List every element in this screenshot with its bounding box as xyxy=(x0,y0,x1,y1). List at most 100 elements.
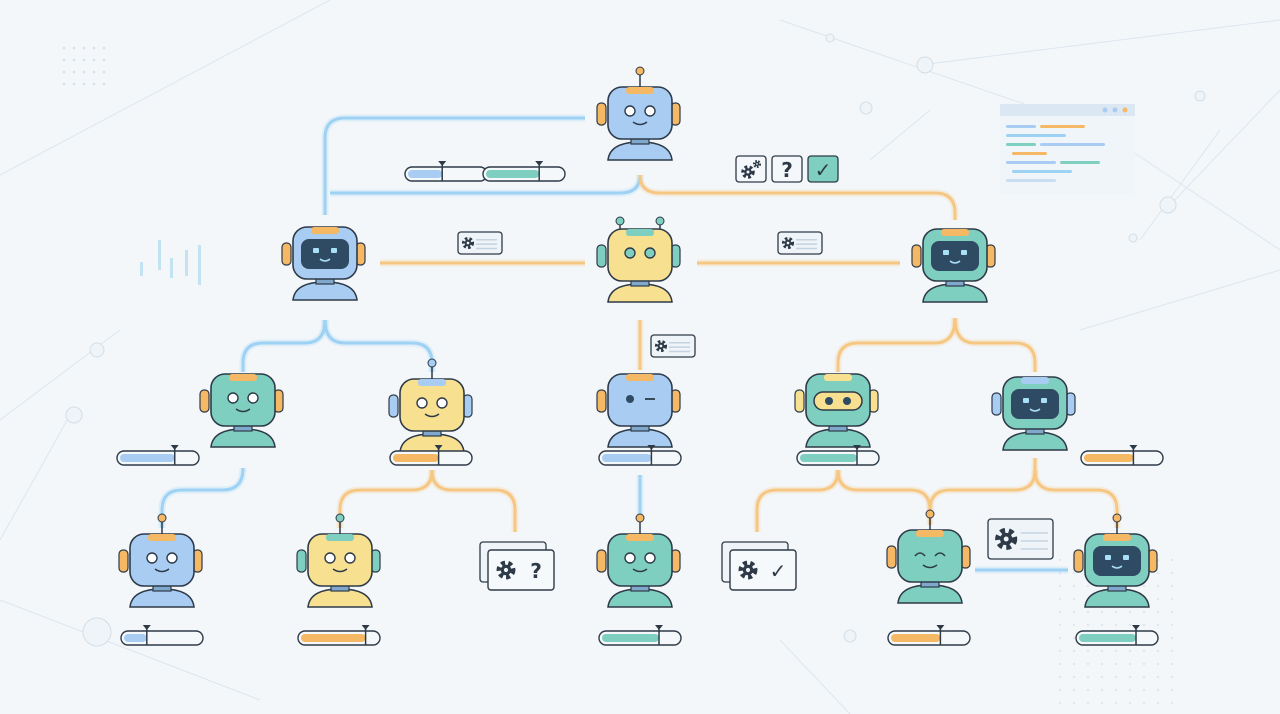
task-card xyxy=(487,549,555,591)
background-dot xyxy=(62,58,66,62)
background-dot xyxy=(1058,636,1062,640)
background-dot xyxy=(62,46,66,50)
background-dot xyxy=(1100,662,1104,666)
progress-fill xyxy=(1084,454,1134,462)
robot-eye xyxy=(331,248,337,253)
background-dot xyxy=(1086,701,1090,705)
background-dot xyxy=(1156,610,1160,614)
background-dot xyxy=(1058,558,1062,562)
robot-ear xyxy=(199,389,210,413)
background-dot xyxy=(1170,636,1174,640)
robot-mouth xyxy=(332,568,348,573)
background-dot xyxy=(1170,558,1174,562)
robot-l3-3 xyxy=(596,373,681,448)
task-card-gear-list-icon xyxy=(987,518,1054,560)
robot-antenna-tip xyxy=(427,358,437,368)
progress-marker-head xyxy=(1129,445,1138,450)
task-card-gear-list-icon xyxy=(650,334,696,358)
background-dot xyxy=(1100,610,1104,614)
background-dot xyxy=(1156,701,1160,705)
connection-glow xyxy=(336,469,436,528)
robot-ear xyxy=(596,549,607,573)
connection-glow xyxy=(428,469,519,532)
background-node xyxy=(1128,233,1138,243)
robots xyxy=(118,66,1158,608)
background-dot xyxy=(1142,675,1146,679)
robot-antenna-tip xyxy=(635,66,645,76)
robot-mouth xyxy=(922,564,938,569)
background-dot xyxy=(1156,662,1160,666)
gear-teeth xyxy=(995,527,1018,551)
progress-fill xyxy=(124,634,147,642)
background-node xyxy=(916,56,934,74)
background-dot xyxy=(1100,623,1104,627)
background-dot xyxy=(1114,688,1118,692)
robot-l3-5 xyxy=(991,376,1076,451)
robot-head-plate xyxy=(311,227,339,234)
background-dot xyxy=(1142,701,1146,705)
robot-ear xyxy=(596,389,607,413)
background-line xyxy=(1079,269,1280,331)
robot-eye xyxy=(1041,398,1047,403)
robot-ear xyxy=(886,545,897,569)
robot-body xyxy=(922,283,988,303)
connection-glow xyxy=(834,317,959,372)
robot-mouth xyxy=(235,408,251,413)
task-card-gear-list-icon xyxy=(457,231,503,255)
robot-mouth xyxy=(632,568,648,573)
robot-eye xyxy=(914,552,926,557)
background-dot xyxy=(1142,662,1146,666)
connection-glow xyxy=(239,319,329,372)
robot-body xyxy=(307,588,373,608)
background-dot xyxy=(1058,662,1062,666)
background-dot xyxy=(1114,649,1118,653)
background-dot xyxy=(1072,584,1076,588)
background-dot xyxy=(1114,623,1118,627)
background-dot xyxy=(1156,649,1160,653)
background-dot xyxy=(1114,701,1118,705)
robot-screen xyxy=(1011,389,1059,419)
connection-line xyxy=(836,317,957,372)
progress-bar xyxy=(796,445,880,466)
connection-line xyxy=(323,319,434,372)
background-dot xyxy=(1058,584,1062,588)
background-dot xyxy=(72,58,76,62)
robot-head-plate xyxy=(626,374,654,381)
status-gears-icon xyxy=(735,155,767,183)
background-dot xyxy=(72,70,76,74)
progress-marker-head xyxy=(655,625,663,630)
background-line xyxy=(0,329,121,421)
background-dot xyxy=(1156,675,1160,679)
progress-bar xyxy=(120,625,204,646)
robot-ear xyxy=(794,389,805,413)
background-dot xyxy=(82,46,86,50)
robot-ear xyxy=(388,394,399,418)
gear-teeth xyxy=(781,236,795,250)
progress-marker-head xyxy=(1132,625,1140,630)
background-dot xyxy=(1072,688,1076,692)
background-dot xyxy=(1156,584,1160,588)
robot-l3-2 xyxy=(388,358,473,453)
background-dot xyxy=(1086,688,1090,692)
status-check-icon: ✓ xyxy=(807,155,839,183)
background-dot xyxy=(102,82,106,86)
gear-hole xyxy=(756,163,758,165)
connection-line xyxy=(160,467,245,528)
robot-body xyxy=(607,428,673,448)
background-dot xyxy=(1170,701,1174,705)
status-question-icon: ? xyxy=(771,155,803,183)
gear-teeth xyxy=(738,560,758,580)
robot-eye xyxy=(313,248,319,253)
progress-fill xyxy=(1079,634,1136,642)
progress-marker-head xyxy=(853,445,861,450)
robot-eye xyxy=(344,552,356,564)
progress-fill xyxy=(602,634,659,642)
background-dot xyxy=(1058,701,1062,705)
robot-head-plate xyxy=(626,87,654,94)
robot-l2-right xyxy=(911,228,996,303)
robot-eye xyxy=(943,250,949,255)
robot-mouth xyxy=(424,413,440,418)
robot-head-plate xyxy=(626,229,654,236)
background-dot xyxy=(72,82,76,86)
